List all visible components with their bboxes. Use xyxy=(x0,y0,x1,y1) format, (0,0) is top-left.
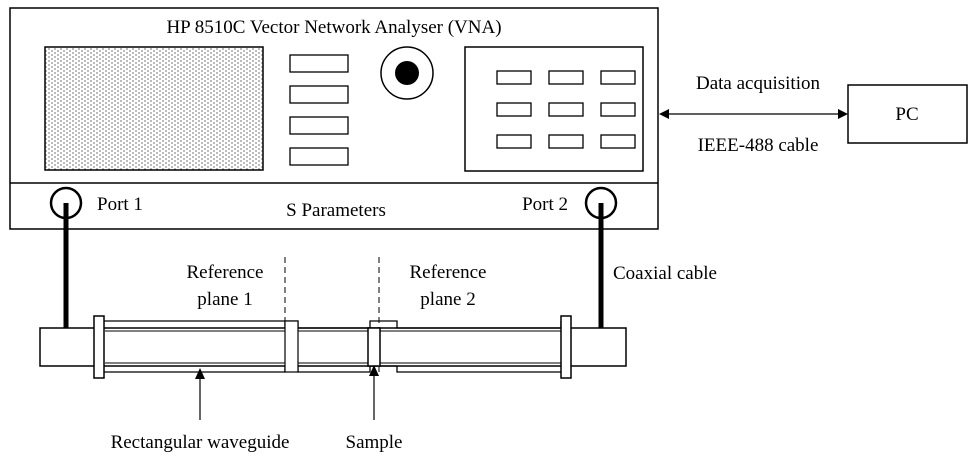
waveguide-flange-right xyxy=(560,315,572,379)
ieee-cable-label: IEEE-488 cable xyxy=(698,135,819,156)
reference-plane-2-label-line2: plane 2 xyxy=(420,289,475,310)
data-link-arrowhead-left-icon xyxy=(659,109,669,119)
vna-display-screen xyxy=(44,46,264,171)
waveguide-pointer-arrowhead-icon xyxy=(195,368,205,379)
sample-label: Sample xyxy=(346,432,403,453)
waveguide-joint xyxy=(284,320,299,373)
data-link-arrowhead-right-icon xyxy=(838,109,848,119)
sample-pointer-arrowhead-icon xyxy=(369,365,379,376)
rectangular-waveguide-label: Rectangular waveguide xyxy=(111,432,290,453)
reference-plane-1-label-line1: Reference xyxy=(187,262,264,283)
vna-title: HP 8510C Vector Network Analyser (VNA) xyxy=(166,17,501,38)
data-acquisition-label: Data acquisition xyxy=(696,73,820,94)
vna-knob xyxy=(380,46,434,100)
vna-button-1 xyxy=(289,54,349,73)
reference-plane-2-label-line1: Reference xyxy=(410,262,487,283)
reference-plane-1-label-line2: plane 1 xyxy=(197,289,252,310)
pc-box: PC xyxy=(847,84,968,144)
port1-label: Port 1 xyxy=(97,194,143,215)
port2-label: Port 2 xyxy=(522,194,568,215)
vna-button-2 xyxy=(289,85,349,104)
pc-label: PC xyxy=(895,104,918,125)
waveguide-assembly xyxy=(39,315,627,379)
vna-button-3 xyxy=(289,116,349,135)
coaxial-cable-label: Coaxial cable xyxy=(613,263,717,284)
vna-keypad xyxy=(464,46,644,172)
sample-slab xyxy=(367,327,381,367)
data-link: Data acquisition IEEE-488 cable xyxy=(659,73,848,156)
vna-button-4 xyxy=(289,147,349,166)
waveguide-flange-left xyxy=(93,315,105,379)
waveguide-body xyxy=(39,327,627,367)
s-parameters-label: S Parameters xyxy=(286,200,386,221)
vna-unit: HP 8510C Vector Network Analyser (VNA) xyxy=(9,7,659,230)
